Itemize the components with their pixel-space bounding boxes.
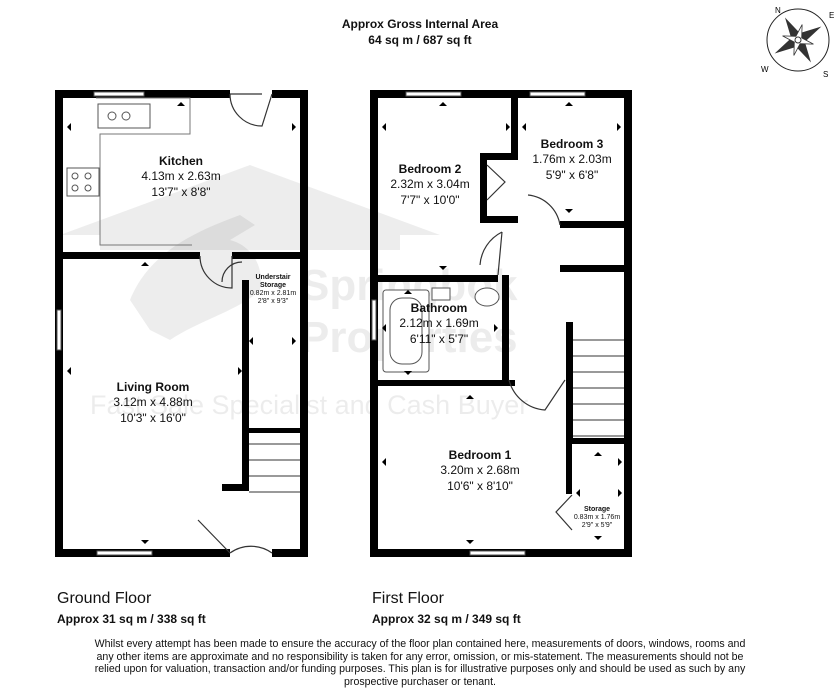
room-label-understair-storage: Understair Storage 0.82m x 2.81m 2'8" x … bbox=[244, 274, 302, 306]
first-floor-plan bbox=[370, 90, 632, 557]
bedroom-2-imperial: 7'7" x 10'0" bbox=[400, 193, 460, 207]
room-label-living: Living Room 3.12m x 4.88m 10'3" x 16'0" bbox=[70, 380, 236, 426]
compass-e: E bbox=[829, 11, 834, 20]
room-label-first-floor-storage: Storage 0.83m x 1.76m 2'9" x 5'9" bbox=[568, 506, 626, 530]
room-label-bedroom-3: Bedroom 3 1.76m x 2.03m 5'9" x 6'8" bbox=[520, 137, 624, 183]
disclaimer-line-4: prospective purchaser or tenant. bbox=[344, 675, 496, 688]
kitchen-metric: 4.13m x 2.63m bbox=[141, 169, 221, 183]
compass-n: N bbox=[775, 6, 781, 15]
compass-w: W bbox=[761, 65, 769, 74]
disclaimer: Whilst every attempt has been made to en… bbox=[0, 638, 840, 688]
bedroom-2-name: Bedroom 2 bbox=[398, 162, 462, 176]
bathroom-metric: 2.12m x 1.69m bbox=[399, 316, 479, 330]
gross-area-heading: Approx Gross Internal Area 64 sq m / 687… bbox=[0, 16, 840, 48]
first-floor-area: Approx 32 sq m / 349 sq ft bbox=[372, 612, 521, 626]
understair-metric: 0.82m x 2.81m bbox=[249, 290, 297, 297]
understair-imperial: 2'8" x 9'3" bbox=[257, 298, 289, 305]
bedroom-1-imperial: 10'6" x 8'10" bbox=[447, 479, 513, 493]
gross-area-value: 64 sq m / 687 sq ft bbox=[368, 33, 472, 47]
kitchen-name: Kitchen bbox=[158, 154, 203, 168]
ff-storage-metric: 0.83m x 1.76m bbox=[573, 514, 621, 521]
disclaimer-line-1: Whilst every attempt has been made to en… bbox=[94, 638, 746, 650]
ground-floor-caption: Ground Floor Approx 31 sq m / 338 sq ft bbox=[57, 590, 206, 626]
bedroom-2-metric: 2.32m x 3.04m bbox=[390, 177, 470, 191]
bedroom-3-name: Bedroom 3 bbox=[540, 137, 604, 151]
bathroom-name: Bathroom bbox=[410, 301, 468, 315]
compass-s: S bbox=[823, 70, 828, 79]
bedroom-1-metric: 3.20m x 2.68m bbox=[440, 463, 520, 477]
bedroom-3-imperial: 5'9" x 6'8" bbox=[545, 168, 599, 182]
first-floor-caption: First Floor Approx 32 sq m / 349 sq ft bbox=[372, 590, 521, 626]
living-metric: 3.12m x 4.88m bbox=[113, 395, 193, 409]
watermark-springbok-icon bbox=[130, 215, 261, 340]
room-label-bathroom: Bathroom 2.12m x 1.69m 6'11" x 5'7" bbox=[384, 301, 494, 347]
bedroom-1-name: Bedroom 1 bbox=[448, 448, 512, 462]
ff-storage-name: Storage bbox=[583, 506, 611, 513]
disclaimer-line-2: any other items are approximate and no r… bbox=[96, 650, 744, 663]
bedroom-3-metric: 1.76m x 2.03m bbox=[532, 152, 612, 166]
room-label-kitchen: Kitchen 4.13m x 2.63m 13'7" x 8'8" bbox=[100, 154, 262, 200]
ground-floor-area: Approx 31 sq m / 338 sq ft bbox=[57, 612, 206, 626]
ff-storage-imperial: 2'9" x 5'9" bbox=[581, 522, 613, 529]
bathroom-imperial: 6'11" x 5'7" bbox=[409, 332, 469, 346]
room-label-bedroom-1: Bedroom 1 3.20m x 2.68m 10'6" x 8'10" bbox=[410, 448, 550, 494]
gross-area-title: Approx Gross Internal Area bbox=[341, 17, 499, 31]
room-label-bedroom-2: Bedroom 2 2.32m x 3.04m 7'7" x 10'0" bbox=[380, 162, 480, 208]
kitchen-imperial: 13'7" x 8'8" bbox=[151, 185, 211, 199]
understair-name-l1: Understair bbox=[255, 274, 291, 281]
compass-icon: N E S W bbox=[761, 6, 834, 79]
living-imperial: 10'3" x 16'0" bbox=[120, 411, 186, 425]
living-name: Living Room bbox=[116, 380, 190, 394]
watermark-tagline: Fast Sale Specialist and Cash Buyer bbox=[90, 390, 528, 420]
understair-name-l2: Storage bbox=[259, 282, 287, 289]
ground-floor-plan bbox=[55, 90, 308, 557]
disclaimer-line-3: relied upon for valuation, transaction a… bbox=[94, 663, 746, 675]
watermark-roof-shape bbox=[60, 165, 440, 250]
ground-floor-title: Ground Floor bbox=[57, 590, 152, 607]
first-floor-title: First Floor bbox=[372, 590, 444, 607]
